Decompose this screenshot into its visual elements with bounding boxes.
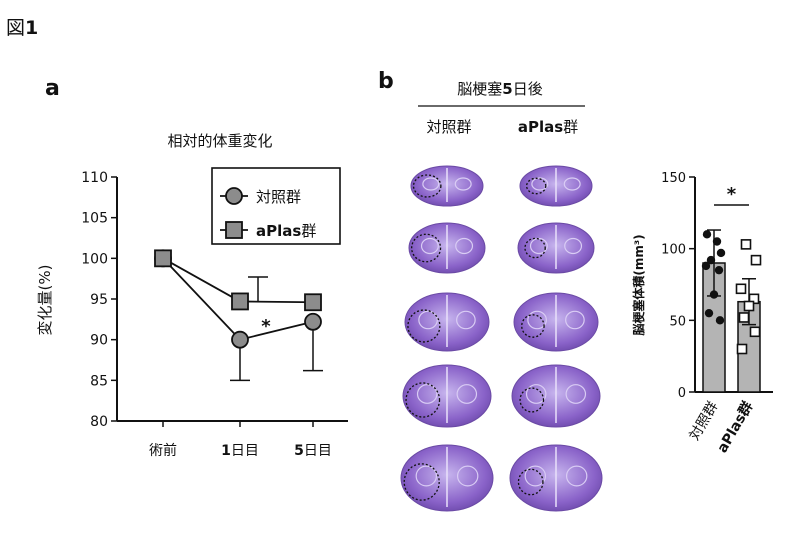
infarct-outline <box>524 237 546 259</box>
chart-a-ytick-label: 100 <box>81 251 108 267</box>
chart-b-point-aplas <box>750 254 762 266</box>
chart-a-xtick-label: 1日目 <box>221 443 259 459</box>
chart-a-legend-label: 対照群 <box>256 188 301 206</box>
chart-a-point-aplas <box>304 293 322 312</box>
infarct-outline <box>405 382 441 418</box>
chart-a-ytick-label: 90 <box>90 333 108 349</box>
brain-structure <box>524 465 547 487</box>
brain-structure <box>455 237 474 255</box>
chart-b-point-control <box>704 308 714 318</box>
infarct-outline <box>521 314 545 338</box>
chart-b-point-control <box>714 265 724 275</box>
chart-b-ytick-label: 0 <box>678 386 686 401</box>
figure-heading: 図1 <box>6 17 38 39</box>
chart-a-ytick-label: 80 <box>90 414 108 430</box>
brain-structure <box>565 465 588 487</box>
chart-b-point-aplas <box>736 343 748 355</box>
chart-b-point-control <box>701 261 711 271</box>
brain-structure <box>420 237 439 255</box>
brain-structure <box>563 177 581 191</box>
panel-a-letter: a <box>45 76 60 101</box>
infarct-outline <box>519 387 545 413</box>
chart-b-ytick-label: 150 <box>661 171 686 186</box>
chart-a-point-control <box>231 330 249 349</box>
panel-b-column-control: 対照群 <box>426 118 471 136</box>
chart-b-point-control <box>712 237 722 246</box>
chart-b-point-control <box>709 290 719 299</box>
brain-structure <box>531 177 549 191</box>
chart-a-ytick-label: 85 <box>90 373 108 389</box>
brain-structure <box>415 465 438 487</box>
infarct-outline <box>407 309 441 343</box>
chart-a-ytick-label: 95 <box>90 292 108 308</box>
chart-a-xtick-label: 術前 <box>149 442 177 459</box>
chart-b-point-control <box>716 248 726 258</box>
chart-b-point-aplas <box>749 326 761 338</box>
chart-b-category-label: 対照群 <box>687 399 722 443</box>
infarct-outline <box>412 174 442 198</box>
chart-a-significance-star: * <box>261 316 271 337</box>
brain-structure <box>456 310 476 330</box>
panel-b-brain-sections: 脳梗塞5日後 対照群 aPlas群 <box>400 80 603 512</box>
brain-structure <box>456 465 479 487</box>
brain-structure <box>416 384 438 404</box>
infarct-outline <box>403 463 440 501</box>
chart-a-ytick-label: 110 <box>81 170 108 186</box>
brain-structure <box>422 177 440 191</box>
chart-a-point-control <box>304 312 322 331</box>
brain-structure <box>418 310 438 330</box>
chart-b-point-aplas <box>743 300 755 312</box>
panel-b-letter: b <box>378 69 394 94</box>
chart-a-legend-marker <box>225 187 243 205</box>
chart-b-ytick-label: 50 <box>669 314 686 329</box>
infarct-outline <box>517 468 544 496</box>
brain-structure <box>525 384 547 404</box>
chart-a-ylabel: 変化量(%) <box>36 265 54 336</box>
infarct-outline <box>525 177 547 195</box>
chart-b-ylabel: 脳梗塞体積(mm³) <box>631 234 646 335</box>
infarct-outline <box>411 233 442 263</box>
chart-a-title: 相対的体重変化 <box>167 132 272 150</box>
brain-structure <box>564 237 583 255</box>
chart-b-point-aplas <box>735 283 747 295</box>
panel-b-header: 脳梗塞5日後 <box>457 80 542 98</box>
brain-structure <box>527 310 547 330</box>
chart-b-significance-star: * <box>727 184 737 205</box>
brain-structure <box>565 310 585 330</box>
chart-b-point-control <box>706 255 716 265</box>
chart-b-point-control <box>702 230 712 239</box>
panel-b-column-aplas: aPlas群 <box>518 118 578 136</box>
brain-structure <box>565 384 587 404</box>
chart-b-point-aplas <box>738 312 750 323</box>
chart-a-xtick-label: 5日目 <box>294 443 332 459</box>
chart-a-point-aplas <box>154 249 172 268</box>
chart-a-ytick-label: 105 <box>81 211 108 227</box>
chart-b-point-control <box>715 316 725 325</box>
chart-a-point-aplas <box>231 292 249 311</box>
chart-b-point-aplas <box>740 239 752 250</box>
panel-a-line-chart: 相対的体重変化 変化量(%) 80 85 90 95 100 105 110 術前 1日目 5日目… <box>36 132 348 459</box>
chart-a-legend-marker <box>225 221 243 239</box>
chart-b-ytick-label: 100 <box>661 243 686 258</box>
brain-structure <box>454 177 472 191</box>
chart-a-legend-label: aPlas群 <box>256 222 316 240</box>
brain-structure <box>456 384 478 404</box>
